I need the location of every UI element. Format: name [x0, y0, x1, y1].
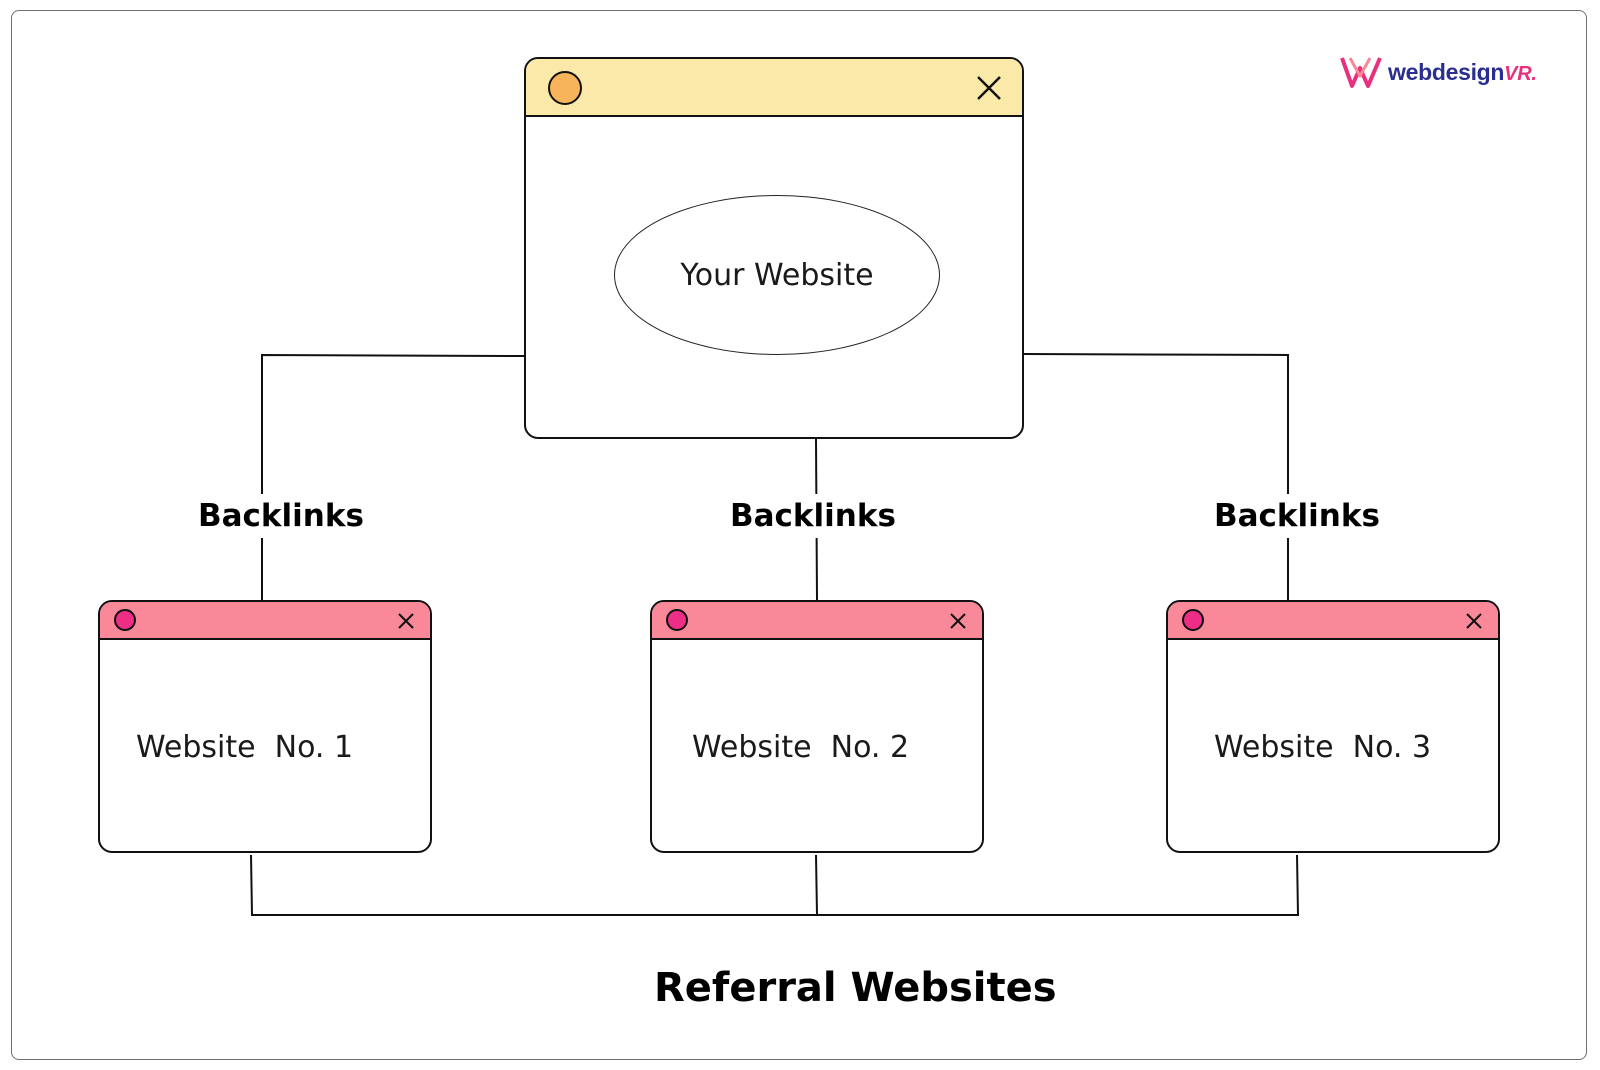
referral-website-1-window: Website No. 1 [98, 600, 432, 853]
window-dot-icon [114, 609, 136, 631]
your-website-label: Your Website [680, 257, 874, 293]
close-icon [977, 76, 1001, 100]
window-dot-icon [666, 609, 688, 631]
logo-mark-icon [1340, 57, 1382, 88]
diagram-frame [11, 10, 1587, 1060]
close-icon [950, 613, 966, 629]
your-website-oval: Your Website [614, 195, 940, 355]
logo-wordmark: webdesignVR. [1388, 59, 1537, 86]
webdesignvr-logo: webdesignVR. [1340, 52, 1537, 92]
connector-main-to-site-3 [1023, 353, 1289, 600]
logo-text: webdesign [1388, 58, 1505, 85]
referral-website-3-label: Website No. 3 [1214, 730, 1432, 765]
referral-website-3-window: Website No. 3 [1166, 600, 1500, 853]
referral-website-3-titlebar [1168, 602, 1498, 640]
referral-website-2-label: Website No. 2 [692, 730, 910, 765]
connector-main-to-site-1 [261, 353, 525, 600]
your-website-titlebar [526, 59, 1022, 117]
referral-website-2-titlebar [652, 602, 982, 640]
backlinks-label-3: Backlinks [1210, 494, 1384, 538]
window-dot-icon [1182, 609, 1204, 631]
backlinks-label-1: Backlinks [194, 494, 368, 538]
referral-website-1-label: Website No. 1 [136, 730, 354, 765]
your-website-window: Your Website [524, 57, 1024, 439]
connector-site-2-to-bar [815, 854, 818, 916]
window-dot-icon [548, 71, 582, 105]
close-icon [398, 613, 414, 629]
close-icon [1466, 613, 1482, 629]
referral-website-2-window: Website No. 2 [650, 600, 984, 853]
referral-website-1-titlebar [100, 602, 430, 640]
connector-bottom-bar [250, 854, 1300, 916]
logo-accent-text: VR. [1504, 62, 1537, 85]
caption-referral-websites: Referral Websites [654, 965, 1057, 1011]
backlinks-label-2: Backlinks [726, 494, 900, 538]
